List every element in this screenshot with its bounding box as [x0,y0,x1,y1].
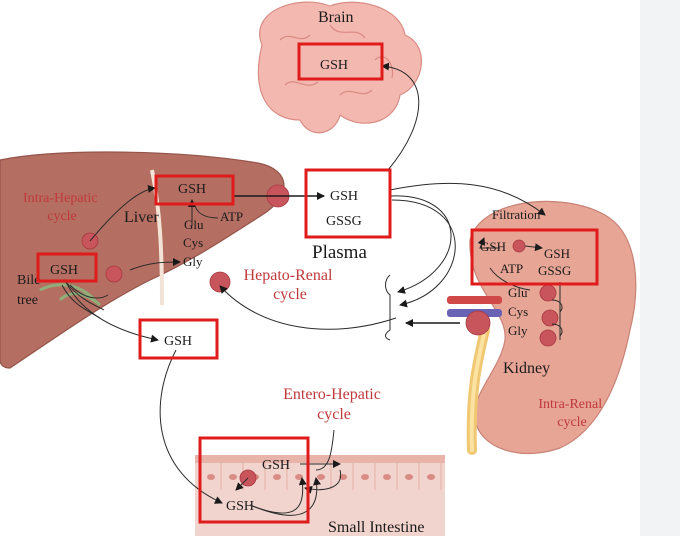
small-intestine-label: Small Intestine [328,519,424,536]
glutathione-cycles-diagram: Brain Liver Kidney Small Intestine Plasm… [0,1,637,536]
highlight-boxes [36,42,599,524]
liver-gsh-label: GSH [178,182,206,197]
bile-tree-label: Bile tree [17,273,44,308]
plasma-gssg-label: GSSG [326,214,362,229]
arrow-kidney-gsh-right [524,243,543,252]
liver-atp-label: ATP [220,209,243,224]
enzyme-kidney-gly [539,329,557,347]
pathway-arrows [61,62,563,516]
enzyme-kidney-artery [465,310,491,336]
intestine-gsh-bottom-label: GSH [226,499,254,514]
highlight-box-liver [154,174,235,206]
villus [229,474,237,480]
kidney-organ [447,200,637,455]
enzyme-kidney-glu [539,284,557,302]
intestine-gsh-top-label: GSH [262,458,290,473]
hepato-renal-line-1: Hepato-Renal [244,267,333,284]
enzyme-kidney-gsh [512,239,526,253]
liver-organ [0,151,285,369]
arrow-kidney-gsh-left [477,237,500,249]
plasma-gsh-label: GSH [330,189,358,204]
liver-cys-label: Cys [183,235,203,250]
plasma-label: Plasma [312,242,367,263]
intra-hepatic-cycle-label: Intra-Hepatic cycle [23,191,101,224]
intra-renal-line-2: cycle [557,415,587,430]
kidney-gly-label: Gly [508,323,528,338]
right-sidebar [640,0,680,536]
intra-hepatic-line-1: Intra-Hepatic [23,191,98,206]
villus [317,474,325,480]
kidney-label: Kidney [503,360,550,377]
villus [405,474,413,480]
brain-label: Brain [318,9,354,26]
liver-gly-label: Gly [183,254,203,269]
intra-hepatic-line-2: cycle [47,209,77,224]
brain-organ [257,1,422,134]
arrow-hepato-renal [219,285,397,330]
bile-gsh-label: GSH [50,263,78,278]
small-intestine-organ [195,455,445,536]
arrow-intra-hepatic [89,184,156,242]
entero-hepatic-line-1: Entero-Hepatic [283,386,381,403]
arrow-plasma-loop-2 [391,199,456,308]
kidney-atp-label: ATP [500,261,523,276]
arrow-intestine-enzyme [235,477,249,491]
arrow-plasma-loop [389,195,452,294]
kidney-gsh-right-label: GSH [544,246,570,261]
villus [361,474,369,480]
hepato-renal-cycle-label: Hepato-Renal cycle [244,267,337,303]
brain-gsh-label: GSH [320,58,348,73]
kidney-intra-renal-connectors [551,282,563,340]
kidney-gsh-left-label: GSH [480,239,506,254]
highlight-box-bile [36,252,98,283]
bile-ducts [61,281,109,319]
transit-gsh-label: GSH [164,334,192,349]
intra-renal-cycle-label: Intra-Renal cycle [538,397,605,430]
highlight-box-intestine [198,436,310,524]
enzyme-kidney-cys [541,309,559,327]
kidney-cys-label: Cys [508,304,528,319]
villus [383,474,391,480]
enzyme-hepato-renal [209,271,231,293]
liver-glu-label: Glu [184,217,204,232]
highlight-box-kidney [470,228,599,286]
entero-hepatic-cycle-label: Entero-Hepatic cycle [283,386,385,423]
arrow-plasma-to-filtration [389,182,546,216]
arrow-to-gly [129,258,181,271]
entero-hepatic-line-2: cycle [317,406,351,423]
villus [427,474,435,480]
liver-label: Liver [124,209,159,226]
bile-tree-line-1: Bile [17,273,40,288]
kidney-gssg-label: GSSG [538,263,571,278]
arrow-entero-hepatic [315,429,335,471]
arrow-plasma-to-brain [381,62,420,171]
intra-renal-line-1: Intra-Renal [538,397,602,412]
atp-connector [194,205,219,219]
filtration-label: Filtration [492,207,541,222]
plasma-bracket [385,274,391,341]
highlight-box-plasma [304,168,392,239]
enzyme-liver-lower [105,265,123,283]
highlight-box-brain [297,42,384,81]
highlight-box-transit [138,318,219,360]
villus [207,474,215,480]
hepato-renal-line-2: cycle [273,286,307,303]
bile-tree-line-2: tree [17,293,38,308]
villus [273,474,281,480]
